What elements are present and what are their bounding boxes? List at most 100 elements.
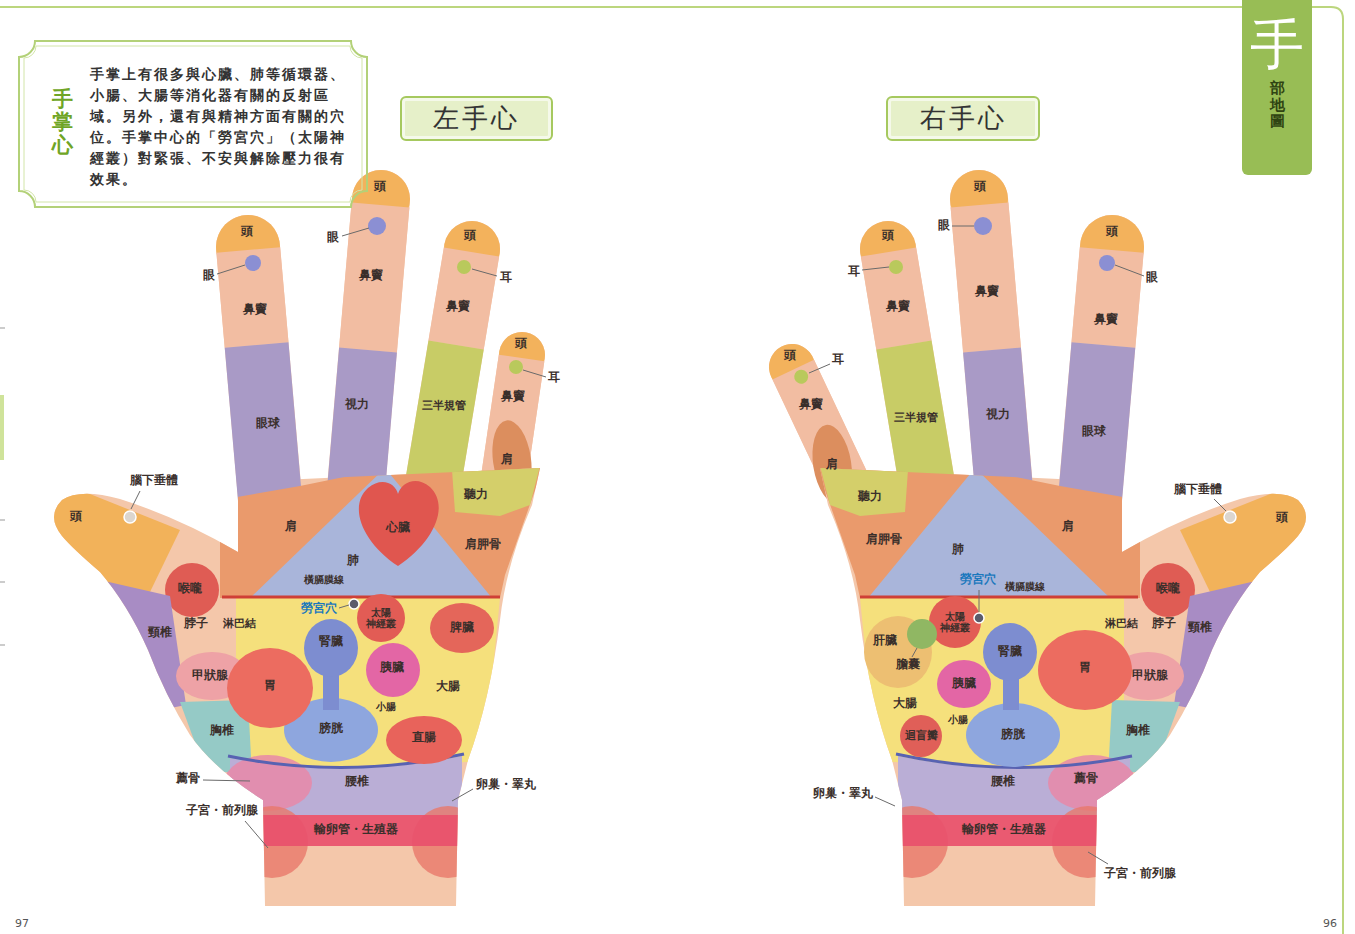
zone-label: 鼻竇: [501, 390, 525, 404]
zone-label: 胸椎: [1126, 724, 1150, 738]
page-number: 96: [1323, 918, 1337, 931]
zone-label: 頭: [1276, 511, 1288, 525]
left-organs: [227, 481, 494, 764]
zone-label: 肩: [1062, 520, 1074, 534]
callout-label: 卵巢・睪丸: [813, 787, 873, 801]
zone-label: 淋巴結: [223, 618, 256, 631]
callout-label: 腦下垂體: [130, 474, 178, 488]
zone-label: 胰臟: [380, 661, 404, 675]
zone-label: 三半規管: [894, 412, 938, 425]
zone-label: 大腸: [893, 697, 917, 711]
zone-label: 直腸: [412, 731, 436, 745]
zone-label: 胸椎: [210, 724, 234, 738]
page-edge-ticks: [0, 328, 5, 645]
zone-label: 膽囊: [896, 658, 920, 672]
zone-label: 大腸: [436, 680, 460, 694]
zone-label: 肝臟: [873, 634, 897, 648]
zone-label: 薦骨: [1074, 772, 1098, 786]
zone-label: 鼻竇: [1094, 313, 1118, 327]
zone-label: 視力: [345, 398, 369, 412]
zone-label: 頸椎: [1188, 621, 1212, 635]
panel-heading: 手掌心: [52, 88, 73, 157]
zone-label: 頭: [515, 337, 527, 351]
callout-label: 子宮・前列腺: [186, 804, 258, 818]
zone-label: 胃: [1079, 661, 1091, 675]
section-tab: 手部地圖: [1242, 0, 1312, 175]
zone-label: 頭: [374, 180, 386, 194]
right-organs: [864, 596, 1132, 767]
callout-label: 薦骨: [176, 772, 200, 786]
zone-label: 頭: [784, 349, 796, 363]
tab-heading: 手: [1250, 18, 1304, 72]
zone-label: 脖子: [1152, 617, 1176, 631]
zone-label: 肺: [952, 543, 964, 557]
zone-label: 鼻竇: [243, 303, 267, 317]
callout-label: 耳: [548, 371, 560, 385]
zone-label: 胃: [264, 679, 276, 693]
zone-label: 頭: [1106, 225, 1118, 239]
zone-label: 肺: [347, 554, 359, 568]
zone-label: 肩: [285, 520, 297, 534]
zone-label: 腰椎: [991, 775, 1015, 789]
callout-label: 耳: [500, 271, 512, 285]
zone-label: 甲狀腺: [1132, 669, 1168, 683]
zone-label: 橫膈膜線: [1005, 581, 1045, 593]
callout-label: 耳: [832, 353, 844, 367]
page-edge-mark: [0, 395, 4, 460]
zone-label: 頭: [974, 180, 986, 194]
zone-label: 眼球: [1082, 425, 1106, 439]
zone-label: 頸椎: [148, 626, 172, 640]
zone-label: 橫膈膜線: [304, 574, 344, 586]
zone-label: 喉嚨: [1156, 582, 1180, 596]
callout-label: 卵巢・睪丸: [476, 778, 536, 792]
zone-label: 心臟: [386, 521, 410, 535]
zone-label: 太陽 神經叢: [940, 611, 971, 633]
acupoint-label: 勞宮穴: [301, 602, 337, 616]
zone-label: 鼻竇: [886, 300, 910, 314]
zone-label: 淋巴結: [1105, 618, 1138, 631]
hand-title-box: 右手心: [886, 96, 1040, 141]
zone-label: 鼻竇: [446, 300, 470, 314]
tab-subheading: 部地圖: [1270, 80, 1285, 130]
zone-label: 鼻竇: [799, 398, 823, 412]
zone-label: 聽力: [464, 488, 488, 502]
zone-label: 腰椎: [345, 775, 369, 789]
zone-label: 三半規管: [422, 400, 466, 413]
zone-label: 肩胛骨: [465, 538, 501, 552]
callout-label: 子宮・前列腺: [1104, 867, 1176, 881]
title-text: 右手心: [920, 103, 1007, 134]
page-frame: [0, 7, 1343, 934]
zone-label: 眼球: [256, 417, 280, 431]
zone-label: 鼻竇: [359, 269, 383, 283]
zone-label: 膀胱: [319, 722, 343, 736]
zone-label: 腎臟: [998, 645, 1022, 659]
zone-label: 小腸: [948, 714, 968, 726]
callout-label: 眼: [938, 219, 950, 233]
hand-title-box: 左手心: [400, 96, 553, 141]
zone-label: 輸卵管・生殖器: [314, 823, 398, 837]
zone-label: 肩胛骨: [866, 533, 902, 547]
callout-label: 眼: [203, 269, 215, 283]
callout-label: 腦下垂體: [1174, 483, 1222, 497]
zone-label: 迴盲瓣: [905, 730, 938, 743]
zone-label: 脾臟: [450, 621, 474, 635]
panel-inner-border: [24, 46, 362, 202]
page-number: 97: [15, 918, 29, 931]
zone-label: 輸卵管・生殖器: [962, 823, 1046, 837]
zone-label: 胰臟: [952, 677, 976, 691]
right-hand: [815, 170, 1330, 906]
zone-label: 視力: [986, 408, 1010, 422]
callout-label: 耳: [848, 265, 860, 279]
zone-label: 小腸: [376, 701, 396, 713]
leader-lines: [131, 226, 1226, 864]
acupoint-label: 勞宮穴: [960, 573, 996, 587]
zone-label: 喉嚨: [178, 582, 202, 596]
panel-body: 手掌上有很多與心臟、肺等循環器、 小腸、大腸等消化器有關的反射區 域。另外，還有…: [90, 64, 350, 190]
callout-label: 眼: [327, 231, 339, 245]
zone-label: 肩: [501, 453, 513, 467]
zone-label: 頭: [882, 229, 894, 243]
zone-label: 甲狀腺: [192, 669, 228, 683]
intro-panel: 手掌心手掌上有很多與心臟、肺等循環器、 小腸、大腸等消化器有關的反射區 域。另外…: [18, 40, 368, 208]
zone-label: 頭: [464, 229, 476, 243]
zone-label: 膀胱: [1001, 728, 1025, 742]
